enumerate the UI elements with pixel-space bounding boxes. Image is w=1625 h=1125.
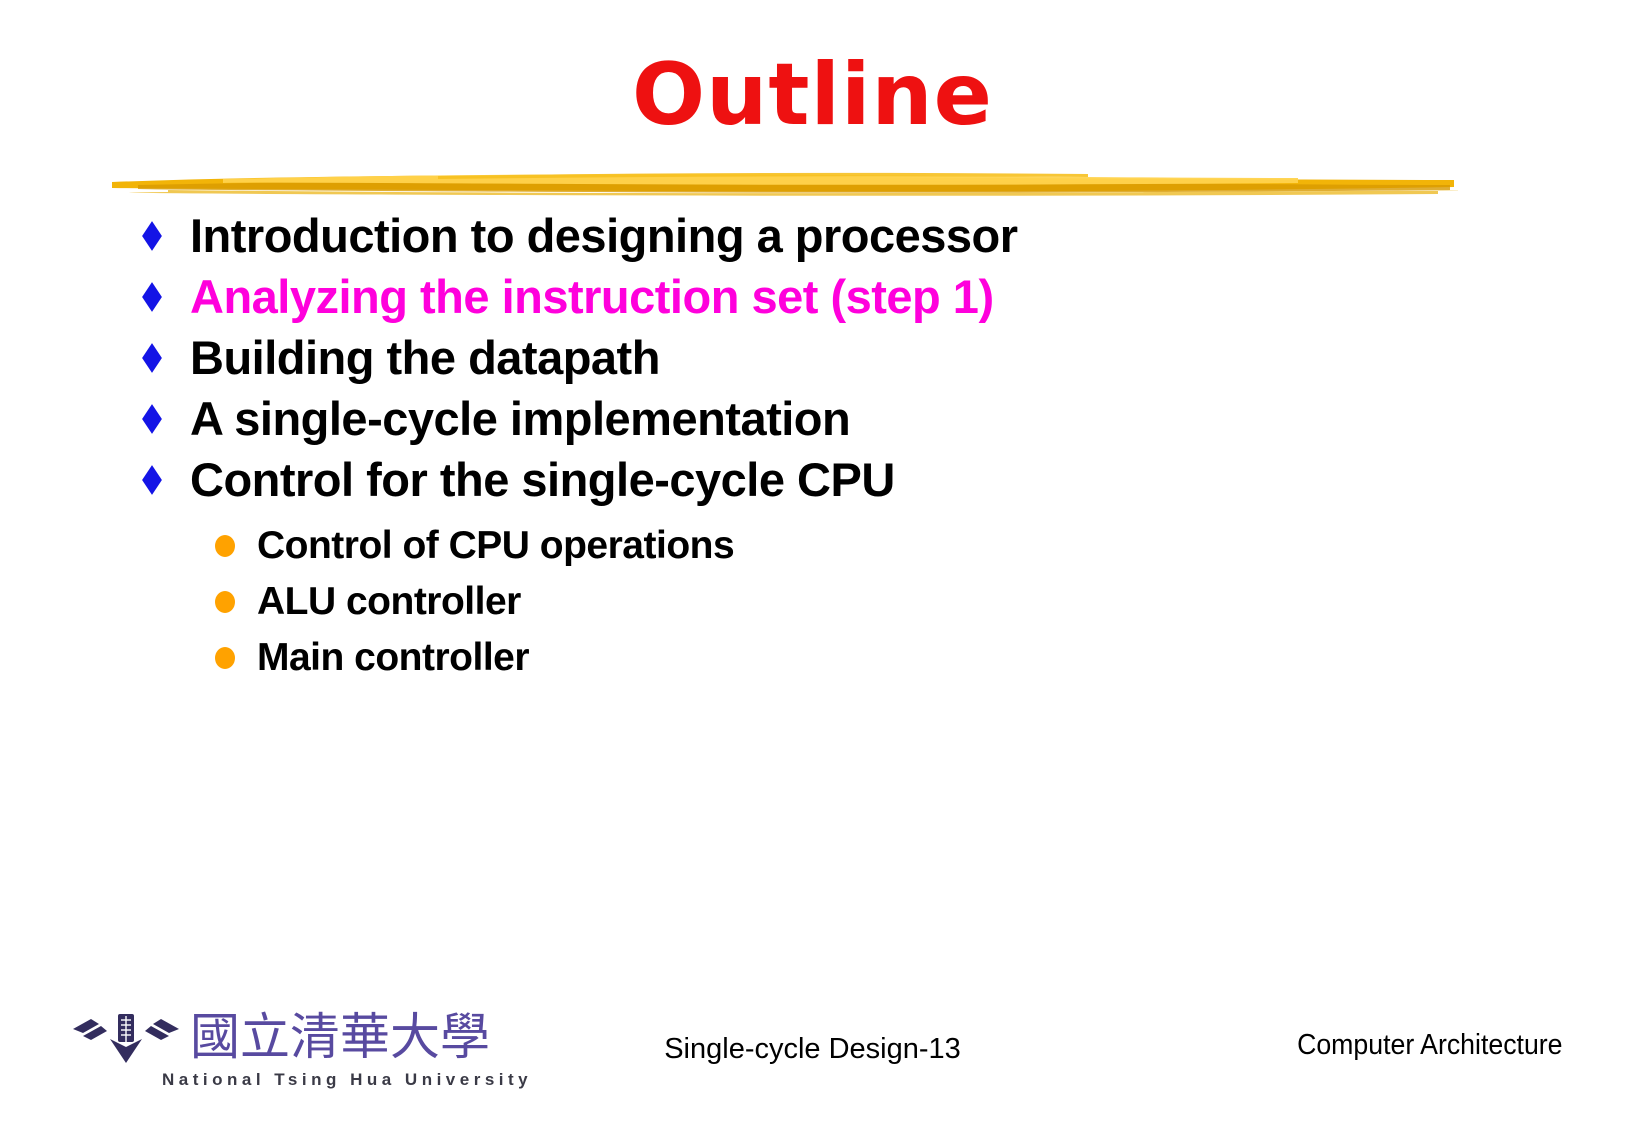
outline-item: Control for the single-cycle CPU: [142, 449, 1442, 510]
diamond-bullet-icon: [142, 403, 162, 434]
outline-item-label: A single-cycle implementation: [190, 392, 851, 445]
outline-item: A single-cycle implementation: [142, 388, 1442, 449]
outline-item-label: Analyzing the instruction set (step 1): [190, 270, 994, 323]
outline-subitem: Main controller: [142, 630, 1442, 686]
outline-item: Building the datapath: [142, 327, 1442, 388]
nthu-emblem-icon: [73, 1013, 179, 1063]
circle-bullet-icon: [215, 535, 235, 557]
outline-item-label: Control for the single-cycle CPU: [190, 453, 895, 506]
diamond-bullet-icon: [142, 464, 162, 495]
logo-chinese-text: 國立清華大學: [190, 1009, 490, 1065]
outline-subitem-label: Control of CPU operations: [257, 524, 735, 567]
diamond-bullet-icon: [142, 342, 162, 373]
circle-bullet-icon: [215, 591, 235, 613]
university-logo: 國立清華大學 National Tsing Hua University: [70, 1010, 533, 1090]
page-title: Outline: [632, 45, 993, 145]
diamond-bullet-icon: [142, 281, 162, 312]
outline-item: Introduction to designing a processor: [142, 205, 1442, 266]
logo-row: 國立清華大學: [70, 1010, 490, 1065]
outline-subitem-label: Main controller: [257, 636, 530, 679]
logo-english-text: National Tsing Hua University: [162, 1070, 533, 1089]
diamond-bullet-icon: [142, 220, 162, 251]
outline-subitem: Control of CPU operations: [142, 518, 1442, 574]
outline-sublist: Control of CPU operations ALU controller…: [142, 518, 1442, 686]
course-footer-label: Computer Architecture: [1297, 1029, 1563, 1061]
circle-bullet-icon: [215, 647, 235, 669]
outline-item-label: Introduction to designing a processor: [190, 209, 1018, 262]
outline-list: Introduction to designing a processor An…: [142, 205, 1442, 686]
outline-item-highlighted: Analyzing the instruction set (step 1): [142, 266, 1442, 327]
outline-subitem: ALU controller: [142, 574, 1442, 630]
outline-item-label: Building the datapath: [190, 331, 660, 384]
divider-brush-icon: [112, 172, 1458, 196]
slide-footer-label: Single-cycle Design-13: [664, 1033, 961, 1065]
outline-subitem-label: ALU controller: [257, 580, 521, 623]
